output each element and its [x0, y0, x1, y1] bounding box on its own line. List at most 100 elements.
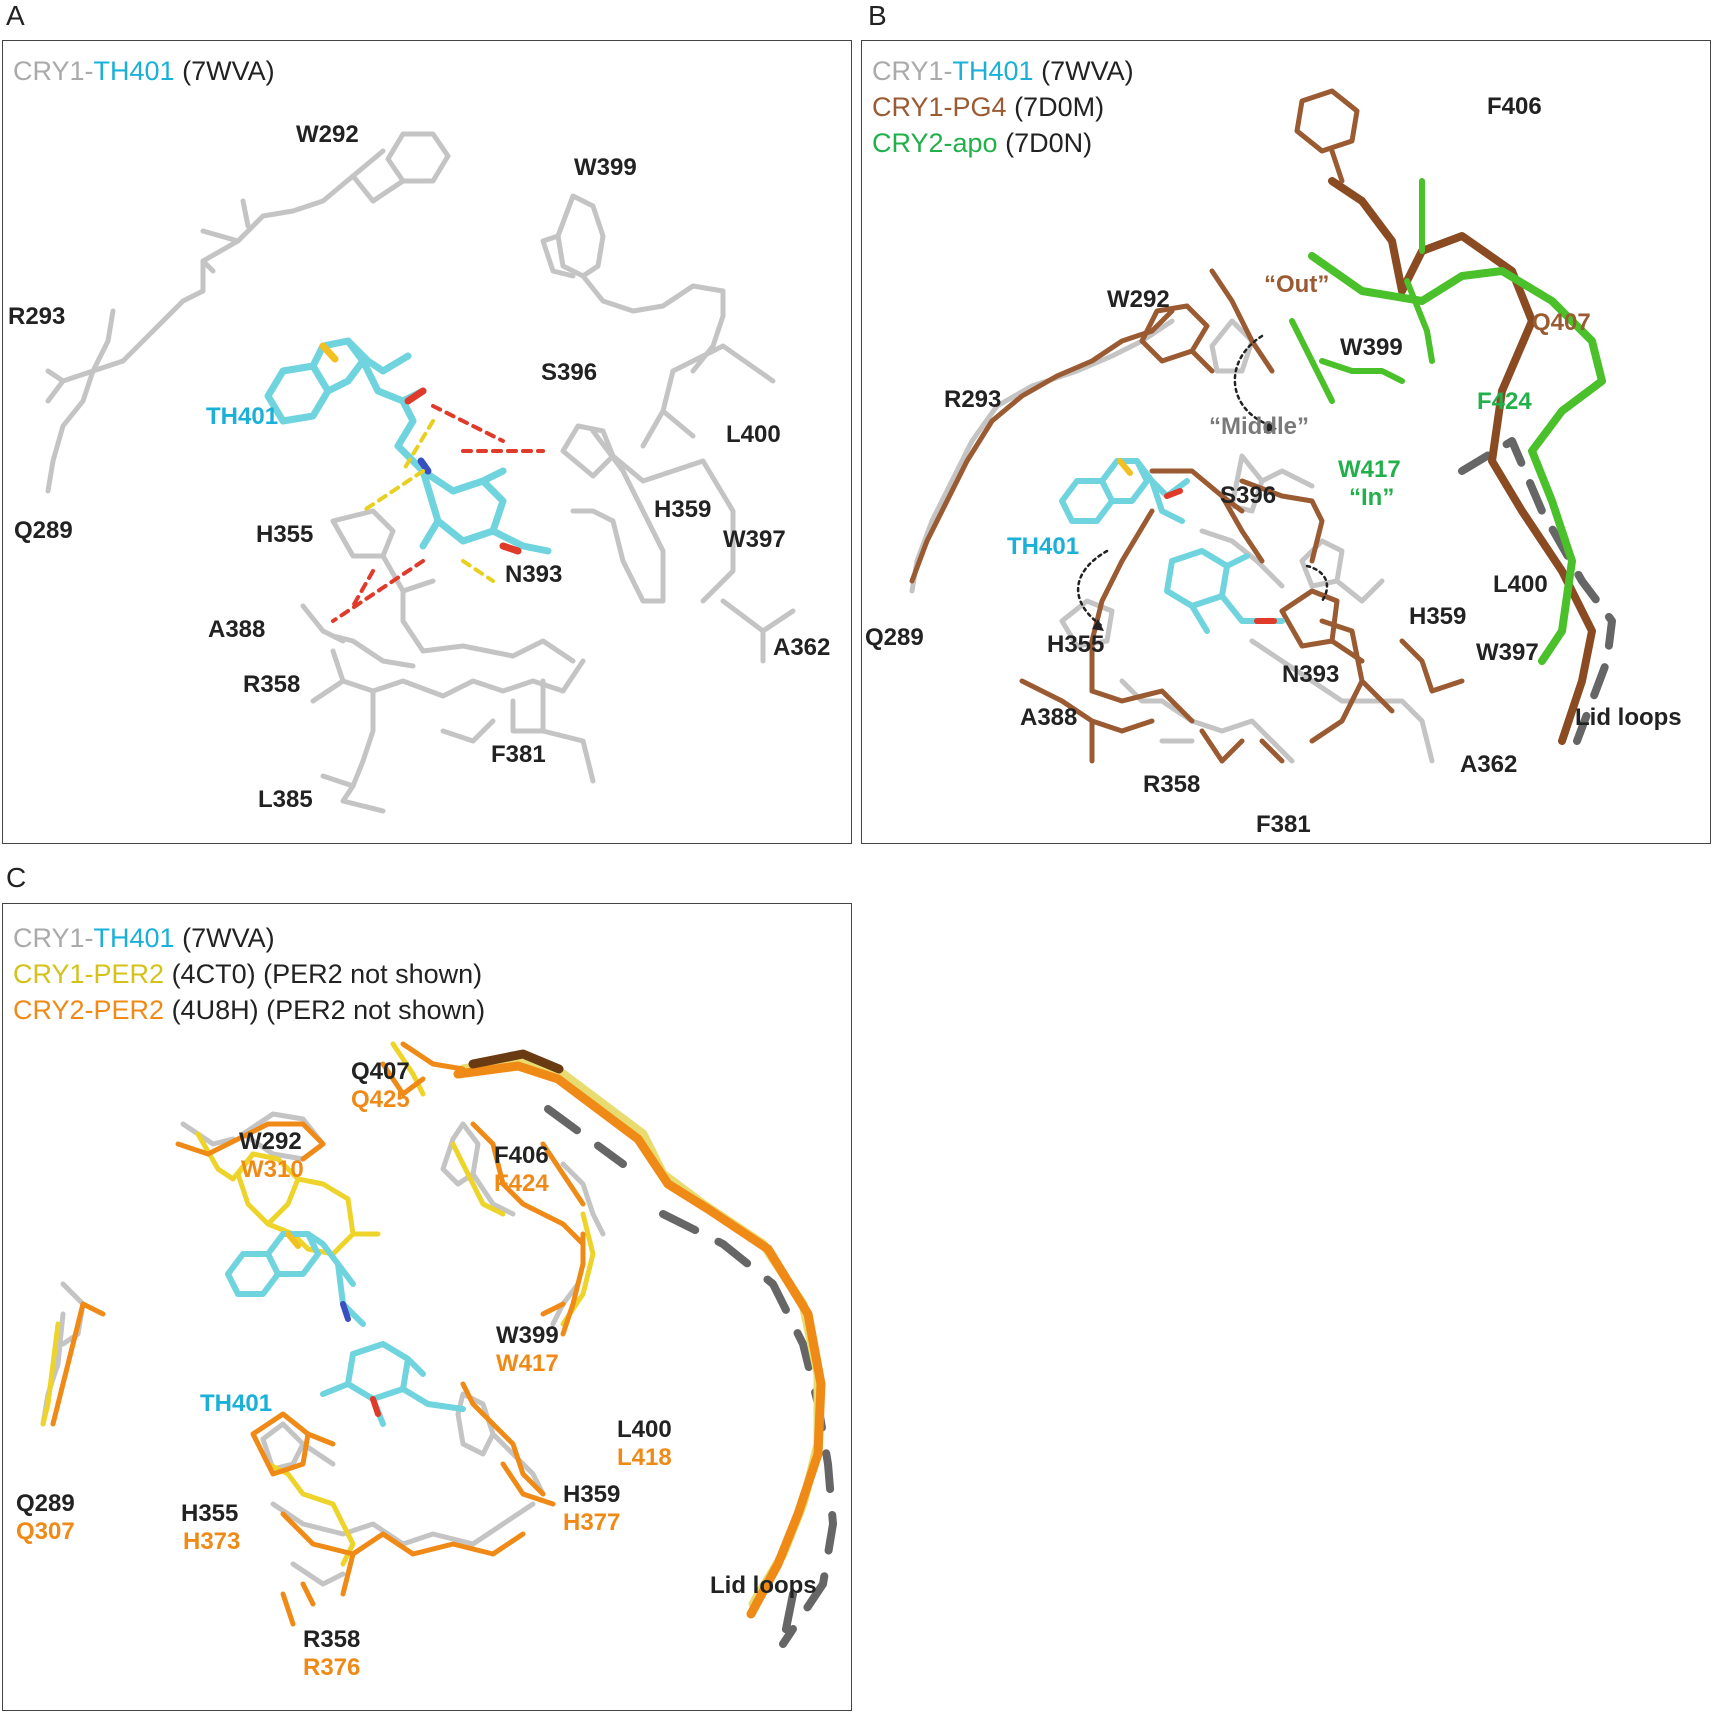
legend-protein: CRY1- — [872, 56, 953, 86]
label-w397: W397 — [1476, 639, 1539, 666]
label-th401: TH401 — [1007, 533, 1080, 560]
label-f424: F424 — [1477, 388, 1532, 415]
label-f381: F381 — [1256, 811, 1311, 838]
legend-protein: CRY1-PER2 — [13, 959, 165, 989]
arrow-head — [1264, 421, 1277, 433]
label-h355: H355 — [181, 1500, 239, 1527]
label-h355: H355 — [256, 521, 314, 548]
th401-ligand — [225, 1231, 466, 1427]
label-h355: H355 — [1047, 631, 1105, 658]
residue-sticks — [45, 131, 796, 814]
legend-line: CRY1-TH401 (7WVA) — [13, 920, 485, 956]
th401-ligand — [1059, 458, 1285, 634]
label-r293: R293 — [8, 303, 66, 330]
label-th401: TH401 — [200, 1390, 273, 1417]
heteroatoms — [1117, 458, 1277, 624]
label-r293: R293 — [944, 386, 1002, 413]
label-w397: W397 — [723, 526, 786, 553]
lid-loop-green — [1308, 252, 1606, 665]
panel-c: CRY1-TH401 (7WVA) CRY1-PER2 (4CT0) (PER2… — [2, 903, 852, 1711]
label-f424: F424 — [494, 1170, 549, 1197]
label-middle: “Middle” — [1209, 413, 1309, 440]
label-f406: F406 — [494, 1142, 549, 1169]
label-s396: S396 — [541, 359, 598, 386]
label-q407: Q407 — [1532, 309, 1591, 336]
panel-c-letter: C — [6, 862, 27, 893]
label-w417: W417 — [1338, 456, 1401, 483]
legend-protein: CRY1- — [13, 923, 94, 953]
legend-pdb: (7D0M) — [1006, 92, 1105, 122]
label-q289: Q289 — [865, 624, 924, 651]
heteroatoms — [285, 1231, 381, 1417]
label-l400: L400 — [617, 1416, 672, 1443]
legend-line: CRY2-PER2 (4U8H) (PER2 not shown) — [13, 992, 485, 1028]
panel-b-letter: B — [868, 0, 887, 31]
th401-ligand — [264, 337, 552, 555]
legend-protein: CRY1- — [13, 56, 94, 86]
residue-sticks-yellow — [40, 1041, 596, 1567]
legend-protein: CRY2-PER2 — [13, 995, 165, 1025]
label-n393: N393 — [505, 561, 563, 588]
legend-line: CRY1-PER2 (4CT0) (PER2 not shown) — [13, 956, 485, 992]
label-l400: L400 — [1493, 571, 1548, 598]
label-q425: Q425 — [351, 1086, 410, 1113]
lid-loop-gray — [1458, 437, 1616, 745]
lid-loop-orange — [453, 1061, 826, 1619]
label-h377: H377 — [563, 1509, 621, 1536]
legend-line: CRY1-PG4 (7D0M) — [872, 89, 1134, 125]
label-q289: Q289 — [14, 517, 73, 544]
label-lid-loops: Lid loops — [710, 1572, 817, 1599]
label-h359: H359 — [1409, 603, 1467, 630]
label-n393: N393 — [1282, 661, 1340, 688]
residue-sticks-orange — [50, 1041, 586, 1627]
label-q307: Q307 — [16, 1518, 75, 1545]
panel-b-structure — [909, 88, 1616, 764]
legend-ligand: TH401 — [93, 923, 175, 953]
label-w292: W292 — [296, 121, 359, 148]
label-w417: W417 — [496, 1350, 559, 1377]
label-l385: L385 — [258, 786, 313, 813]
arrow-head — [1092, 619, 1104, 631]
legend-line: CRY2-apo (7D0N) — [872, 125, 1134, 161]
label-s396: S396 — [1220, 482, 1277, 509]
panel-a: CRY1-TH401 (7WVA) — [2, 40, 852, 844]
legend-protein: CRY2-apo — [872, 128, 998, 158]
legend-pdb: (7WVA) — [174, 56, 275, 86]
label-f381: F381 — [491, 741, 546, 768]
legend-line: CRY1-TH401 (7WVA) — [872, 53, 1134, 89]
label-a388: A388 — [1020, 704, 1078, 731]
label-a388: A388 — [208, 616, 266, 643]
legend-pdb: (4CT0) (PER2 not shown) — [164, 959, 483, 989]
legend-pdb: (7D0N) — [997, 128, 1093, 158]
label-q407: Q407 — [351, 1058, 410, 1085]
label-r358: R358 — [1143, 771, 1201, 798]
label-r358: R358 — [303, 1626, 361, 1653]
legend-protein: CRY1-PG4 — [872, 92, 1007, 122]
legend-ligand: TH401 — [93, 56, 175, 86]
label-h359: H359 — [563, 1481, 621, 1508]
label-a362: A362 — [773, 634, 831, 661]
label-h359: H359 — [654, 496, 712, 523]
label-w292: W292 — [239, 1128, 302, 1155]
label-lid-loops: Lid loops — [1575, 704, 1682, 731]
panel-c-legend: CRY1-TH401 (7WVA) CRY1-PER2 (4CT0) (PER2… — [13, 920, 485, 1028]
label-th401: TH401 — [206, 403, 279, 430]
label-q289: Q289 — [16, 1490, 75, 1517]
legend-line: CRY1-TH401 (7WVA) — [13, 53, 275, 89]
label-a362: A362 — [1460, 751, 1518, 778]
label-f406: F406 — [1487, 93, 1542, 120]
label-l418: L418 — [617, 1444, 672, 1471]
label-w292: W292 — [1107, 286, 1170, 313]
legend-pdb: (4U8H) (PER2 not shown) — [164, 995, 486, 1025]
residue-sticks-gray — [909, 318, 1435, 764]
panel-c-structure — [40, 1041, 837, 1648]
legend-ligand: TH401 — [952, 56, 1034, 86]
label-out: “Out” — [1264, 271, 1330, 298]
label-r358: R358 — [243, 671, 301, 698]
lid-loop-brown — [1328, 177, 1596, 745]
panel-b: CRY1-TH401 (7WVA) CRY1-PG4 (7D0M) CRY2-a… — [861, 40, 1711, 844]
hydrogen-bonds — [331, 404, 545, 623]
label-w399: W399 — [496, 1322, 559, 1349]
motion-arrows — [1076, 334, 1329, 628]
heteroatoms — [319, 342, 522, 555]
